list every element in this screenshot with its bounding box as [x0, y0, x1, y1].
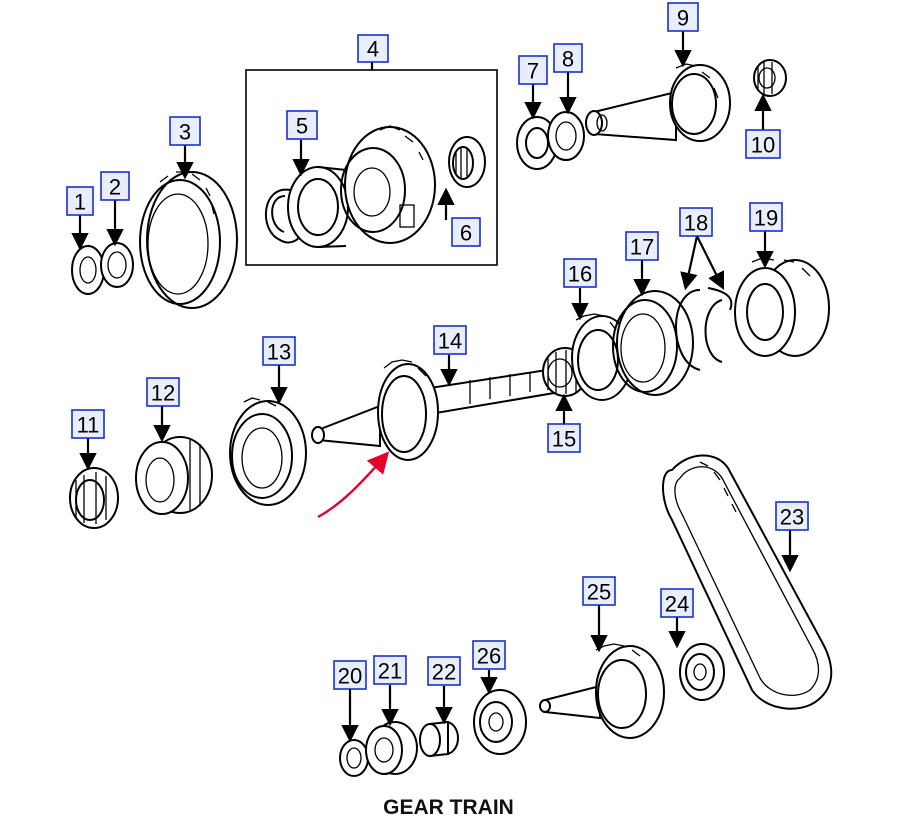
part-26-bearing: [473, 689, 527, 755]
svg-text:11: 11: [77, 413, 100, 438]
svg-text:10: 10: [751, 133, 775, 158]
callout-26: 26: [472, 640, 506, 670]
svg-text:22: 22: [432, 660, 456, 685]
callout-17: 17: [625, 231, 659, 261]
callout-25: 25: [582, 576, 616, 606]
svg-text:1: 1: [74, 190, 86, 215]
svg-text:8: 8: [562, 47, 574, 72]
leader-lines: [71, 30, 799, 743]
part-22-bushing: [419, 720, 459, 758]
svg-text:3: 3: [179, 120, 191, 145]
svg-text:25: 25: [587, 580, 611, 605]
part-8-washer: [547, 111, 585, 161]
callout-23: 23: [775, 501, 809, 531]
callout-13: 13: [262, 336, 296, 366]
svg-text:12: 12: [151, 381, 175, 406]
part-19-clutch-hub: [734, 257, 830, 357]
svg-text:4: 4: [367, 37, 379, 62]
part-2-washer: [100, 242, 134, 288]
part-17-drive-sprocket: [612, 290, 694, 396]
callout-14: 14: [433, 325, 467, 355]
part-10-pilot-bearing: [753, 59, 787, 97]
part-1-snap-ring: [71, 245, 105, 295]
callout-19: 19: [749, 202, 783, 232]
callout-21: 21: [373, 655, 407, 685]
part-23-drive-chain: [662, 454, 833, 710]
svg-text:23: 23: [780, 505, 804, 530]
part-21-bearing: [365, 721, 418, 775]
callout-5: 5: [286, 110, 318, 140]
svg-text:26: 26: [477, 644, 501, 669]
part-20-seal: [339, 739, 369, 777]
part-24-bearing: [679, 643, 725, 701]
part-13-synchro-hub: [229, 397, 307, 506]
part-25-output-shaft: [539, 643, 665, 739]
svg-text:7: 7: [527, 59, 539, 84]
part-3-ring-gear: [139, 171, 238, 309]
part-6-needle-bearing: [448, 136, 486, 188]
svg-text:17: 17: [630, 235, 654, 260]
callout-2: 2: [100, 171, 130, 201]
part-4-snap-ring: [264, 188, 303, 244]
callout-3: 3: [169, 116, 201, 146]
svg-text:19: 19: [754, 206, 778, 231]
part-4-planetary-carrier: [340, 125, 436, 244]
callout-7: 7: [518, 55, 548, 85]
callout-20: 20: [333, 660, 367, 690]
part-14-main-shaft: [311, 359, 561, 461]
svg-text:9: 9: [677, 6, 689, 31]
callout-10: 10: [745, 129, 781, 159]
callout-18: 18: [679, 207, 713, 237]
part-5-drum: [287, 166, 349, 248]
svg-text:21: 21: [378, 659, 402, 684]
part-12-sleeve: [135, 436, 213, 515]
callout-8: 8: [553, 43, 583, 73]
diagram-caption: GEAR TRAIN: [383, 796, 514, 819]
callout-16: 16: [563, 258, 597, 288]
svg-text:2: 2: [109, 175, 121, 200]
svg-text:13: 13: [267, 340, 291, 365]
callout-15: 15: [547, 423, 581, 453]
callout-9: 9: [667, 2, 699, 32]
callout-24: 24: [660, 588, 694, 618]
callout-1: 1: [66, 186, 94, 216]
callout-4: 4: [357, 34, 389, 63]
svg-text:6: 6: [460, 221, 472, 246]
part-9-input-shaft: [585, 63, 731, 142]
callout-12: 12: [146, 377, 180, 407]
svg-text:24: 24: [665, 592, 689, 617]
svg-text:16: 16: [568, 262, 592, 287]
callout-22: 22: [427, 656, 461, 686]
svg-text:15: 15: [552, 427, 576, 452]
callout-6: 6: [451, 217, 481, 247]
callout-11: 11: [71, 409, 105, 439]
svg-text:18: 18: [684, 211, 708, 236]
annotation-arrow: [317, 451, 390, 519]
part-11-needle-bearing: [69, 467, 119, 529]
svg-text:5: 5: [296, 114, 308, 139]
svg-text:14: 14: [438, 329, 462, 354]
svg-text:20: 20: [338, 664, 362, 689]
